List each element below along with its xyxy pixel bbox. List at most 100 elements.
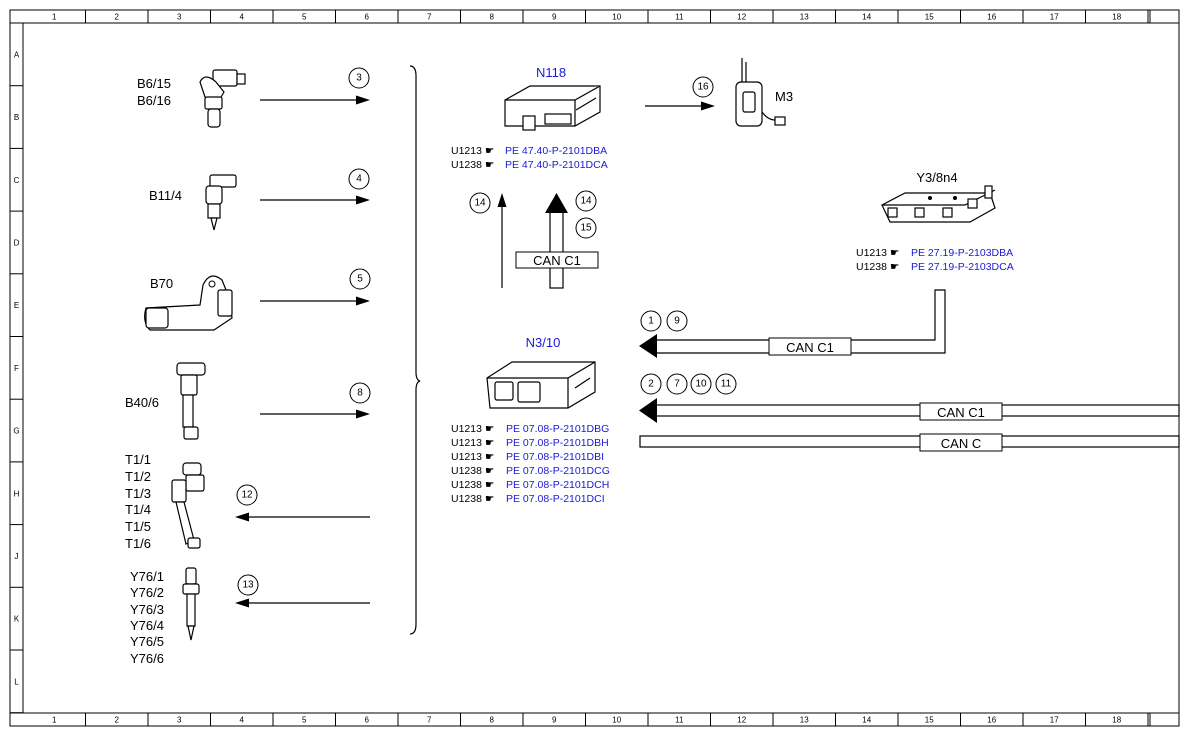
grid-column-label: 1 xyxy=(52,716,57,725)
label-t1-5: T1/5 xyxy=(125,519,151,534)
n3-ref-code-3: U1213 xyxy=(451,451,482,463)
label-t1-3: T1/3 xyxy=(125,486,151,501)
grid-column-label: 14 xyxy=(862,13,871,22)
hand-pointer-icon: ☛ xyxy=(485,465,494,477)
n118-ref-link-2[interactable]: PE 47.40-P-2101DCA xyxy=(505,159,608,171)
crankshaft-sensor-icon xyxy=(144,275,233,331)
n118-title: N118 xyxy=(536,65,566,80)
ignition-coil-icon xyxy=(171,462,205,549)
label-t1-2: T1/2 xyxy=(125,469,151,484)
signal-11: 11 xyxy=(721,379,732,390)
hall-sensor-icon xyxy=(199,69,246,128)
label-b40-6: B40/6 xyxy=(125,395,159,410)
signal-1: 1 xyxy=(648,316,654,327)
grid-column-label: 16 xyxy=(987,13,996,22)
label-y76-3: Y76/3 xyxy=(130,602,164,617)
n3-ref-code-1: U1213 xyxy=(451,423,482,435)
grid-column-label: 18 xyxy=(1112,13,1121,22)
signal-3: 3 xyxy=(356,73,362,84)
engine-control-unit-icon xyxy=(486,361,596,409)
n3-ref-link-5[interactable]: PE 07.08-P-2101DCH xyxy=(506,479,609,491)
sensor-b6: B6/15 B6/16 3 xyxy=(137,67,370,128)
y3-ref-link-2[interactable]: PE 27.19-P-2103DCA xyxy=(911,261,1014,273)
signal-12: 12 xyxy=(241,490,253,501)
grid-column-label: 6 xyxy=(365,13,370,22)
grid-column-label: 7 xyxy=(427,13,432,22)
signal-bracket xyxy=(409,65,421,635)
injectors-y76: Y76/1 Y76/2 Y76/3 Y76/4 Y76/5 Y76/6 13 xyxy=(130,567,370,666)
grid-row-label: A xyxy=(14,50,20,59)
grid-column-label: 18 xyxy=(1112,716,1121,725)
grid-row-label: H xyxy=(14,489,20,498)
grid-column-label: 8 xyxy=(490,13,495,22)
grid-row-label: K xyxy=(14,615,20,624)
label-b6-16: B6/16 xyxy=(137,93,171,108)
fuel-pump-icon xyxy=(735,58,786,127)
n3-ref-link-4[interactable]: PE 07.08-P-2101DCG xyxy=(506,465,610,477)
n118-ref-code-2: U1238 xyxy=(451,159,482,171)
signal-16: 16 xyxy=(697,82,709,93)
n3-ref-link-3[interactable]: PE 07.08-P-2101DBI xyxy=(506,451,604,463)
grid-column-label: 9 xyxy=(552,716,557,725)
grid-column-label: 15 xyxy=(925,13,934,22)
oil-sensor-icon xyxy=(176,362,206,440)
grid-row-label: J xyxy=(15,552,19,561)
n3-title: N3/10 xyxy=(526,335,561,350)
grid-row-label: C xyxy=(14,176,20,185)
label-b70: B70 xyxy=(150,276,173,291)
n3-ref-link-6[interactable]: PE 07.08-P-2101DCI xyxy=(506,493,605,505)
hand-pointer-icon: ☛ xyxy=(485,437,494,449)
n3-ref-link-1[interactable]: PE 07.08-P-2101DBG xyxy=(506,423,609,435)
label-y76-2: Y76/2 xyxy=(130,585,164,600)
sensor-b40: B40/6 8 xyxy=(125,362,371,440)
n118-ref-code-1: U1213 xyxy=(451,145,482,157)
hand-pointer-icon: ☛ xyxy=(485,423,494,435)
label-y76-1: Y76/1 xyxy=(130,569,164,584)
signal-8: 8 xyxy=(357,388,363,399)
grid-column-label: 12 xyxy=(737,13,746,22)
n3-ref-link-2[interactable]: PE 07.08-P-2101DBH xyxy=(506,437,609,449)
grid-column-label: 3 xyxy=(177,716,182,725)
signal-13: 13 xyxy=(242,580,254,591)
n3-references: U1213 ☛ PE 07.08-P-2101DBG U1213 ☛ PE 07… xyxy=(451,423,610,505)
signal-2: 2 xyxy=(648,379,654,390)
hand-pointer-icon: ☛ xyxy=(890,247,899,259)
module-n118: N118 U1213 ☛ PE 47.40-P-2101DBA U1238 ☛ … xyxy=(451,65,608,171)
hand-pointer-icon: ☛ xyxy=(485,451,494,463)
hand-pointer-icon: ☛ xyxy=(485,145,494,157)
label-y76-5: Y76/5 xyxy=(130,634,164,649)
grid-row-label: B xyxy=(14,113,19,122)
temperature-sensor-icon xyxy=(205,174,237,231)
module-n3-10: N3/10 U1213 ☛ PE 07.08-P-2101DBG U1213 ☛… xyxy=(451,335,610,505)
grid-column-label: 17 xyxy=(1050,716,1059,725)
grid-column-label: 10 xyxy=(612,716,621,725)
grid-column-label: 9 xyxy=(552,13,557,22)
grid-column-label: 7 xyxy=(427,716,432,725)
can-c1-vertical-label: CAN C1 xyxy=(533,253,581,268)
n3-ref-code-2: U1213 xyxy=(451,437,482,449)
n118-ref-link-1[interactable]: PE 47.40-P-2101DBA xyxy=(505,145,607,157)
can-c1-y3-bus: CAN C1 1 9 xyxy=(639,289,946,358)
fuel-pump-module-icon xyxy=(504,85,601,131)
label-t1-6: T1/6 xyxy=(125,536,151,551)
signal-14-right: 14 xyxy=(580,196,592,207)
n118-to-m3: 16 xyxy=(645,76,715,111)
can-c1-y3-label: CAN C1 xyxy=(786,340,834,355)
grid-column-label: 2 xyxy=(115,13,120,22)
y3-ref-link-1[interactable]: PE 27.19-P-2103DBA xyxy=(911,247,1013,259)
grid-column-label: 4 xyxy=(240,13,245,22)
grid-column-label: 10 xyxy=(612,13,621,22)
injector-icon xyxy=(182,567,200,641)
label-t1-1: T1/1 xyxy=(125,452,151,467)
grid-column-label: 1 xyxy=(52,13,57,22)
module-y3-8n4: Y3/8n4 U1213 ☛ PE 27.19-P-2103DBA U1238 … xyxy=(856,170,1014,273)
can-c-lower-bus: CAN C xyxy=(639,433,1180,452)
ignition-coils-t1: T1/1 T1/2 T1/3 T1/4 T1/5 T1/6 12 xyxy=(125,452,370,551)
grid-column-label: 4 xyxy=(240,716,245,725)
grid-row-label: D xyxy=(14,238,20,247)
grid-column-label: 16 xyxy=(987,716,996,725)
fuel-pump-m3: M3 xyxy=(735,58,793,127)
signal-14-left: 14 xyxy=(474,198,486,209)
signal-10: 10 xyxy=(695,379,707,390)
